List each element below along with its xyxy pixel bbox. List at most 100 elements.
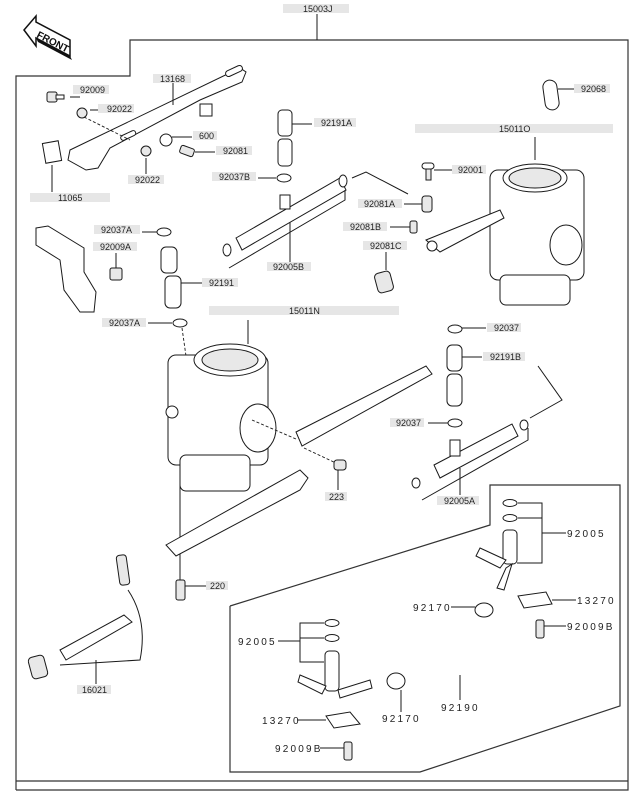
label-text: 11065 [58,193,82,203]
label-92037-bottom[interactable]: 92037 [390,418,424,428]
label-text: 15011N [289,306,320,316]
label-92005-left[interactable]: 92005 [238,637,277,648]
label-92022-a[interactable]: 92022 [98,104,134,114]
label-text: 92190 [441,703,480,714]
label-92037A-top[interactable]: 92037A [94,225,140,235]
label-92191B[interactable]: 92191B [483,352,525,362]
label-text: 16021 [82,685,107,695]
label-text: 92009B [567,622,615,633]
nut-92022-a [76,107,131,141]
label-text: 220 [210,581,225,591]
cable-16021 [27,554,143,684]
label-92081[interactable]: 92081 [216,146,252,156]
bolt-92009A [109,253,123,281]
label-text: 92081C [370,241,402,251]
clip-92037A-top [142,227,172,237]
hose-92068 [542,79,574,111]
label-13168[interactable]: 13168 [153,74,191,84]
label-92005A[interactable]: 92005A [437,496,479,506]
label-92081C[interactable]: 92081C [363,241,407,251]
clip-92037A-bottom [148,318,188,357]
label-92081B[interactable]: 92081B [343,222,387,232]
bolt-92009B-right [535,619,566,639]
label-13270-right[interactable]: 13270 [577,596,616,607]
bolt-220 [175,579,206,601]
label-text: 92191A [321,118,352,128]
label-16021[interactable]: 16021 [77,685,111,695]
nut-92022-b [140,145,152,174]
fuel-tap-left [278,619,373,699]
label-text: 600 [199,131,214,141]
label-11065[interactable]: 11065 [30,193,110,203]
label-15003J[interactable]: 15003J [283,4,349,14]
label-92170-middle[interactable]: 92170 [382,714,421,725]
assembly-frame [15,14,629,791]
label-text: 92037 [396,418,421,428]
label-92005B[interactable]: 92005B [267,262,311,272]
label-text: 92009 [80,85,105,95]
spring-92081B [390,220,418,234]
clamp-92170-right [451,602,494,618]
fuel-tap-subassembly-frame [16,484,628,782]
label-92068[interactable]: 92068 [574,84,610,94]
label-92037-top[interactable]: 92037 [487,323,521,333]
fitting-92005A [411,365,563,501]
label-text: 92191 [209,278,234,288]
label-220[interactable]: 220 [206,581,228,591]
label-text: 13270 [577,596,616,607]
label-92009A[interactable]: 92009A [93,242,137,252]
fuel-tap-right [475,499,566,591]
clip-92037-top [447,324,486,334]
label-92037A-bottom[interactable]: 92037A [102,318,146,328]
label-92009B-left[interactable]: 92009B [275,744,323,755]
label-92170-right[interactable]: 92170 [413,603,452,614]
label-text: 92005A [444,496,475,506]
label-text: 15003J [303,4,333,14]
label-text: 92037A [101,225,132,235]
label-text: 92068 [581,84,606,94]
label-text: 92081A [364,199,395,209]
label-text: 92081B [350,222,381,232]
label-text: 92081 [223,146,248,156]
linkage-right [425,209,505,253]
spring-92081A [404,195,433,213]
clip-92037-bottom [428,418,463,428]
carburetor-15011O [489,137,585,306]
carburetor-15011N [165,320,277,590]
tube-92191A [277,109,312,167]
front-arrow-icon: FRONT [23,13,72,60]
label-92005-right[interactable]: 92005 [567,529,606,540]
label-text: 223 [329,492,344,502]
label-13270-left[interactable]: 13270 [262,716,301,727]
label-92191[interactable]: 92191 [202,278,238,288]
label-92022-b[interactable]: 92022 [128,175,164,185]
tube-92191 [160,246,202,309]
label-223[interactable]: 223 [325,492,347,502]
bracket-left [35,225,97,313]
label-92037B[interactable]: 92037B [212,172,256,182]
label-600[interactable]: 600 [193,131,217,141]
label-92009[interactable]: 92009 [73,85,109,95]
spring-92081 [179,144,215,158]
label-92009B-right[interactable]: 92009B [567,622,615,633]
linkage-rod [251,365,433,465]
label-text: 92191B [490,352,521,362]
label-text: 13270 [262,716,301,727]
label-text: 92005 [567,529,606,540]
clip-92037B [258,173,292,183]
plate-13270-left [297,711,361,729]
label-text: 92005 [238,637,277,648]
screw-223 [333,459,347,490]
label-text: 92001 [458,165,483,175]
bolt-92009B-left [320,741,353,761]
label-text: 92170 [413,603,452,614]
label-text: 92037A [109,318,140,328]
label-92190[interactable]: 92190 [441,703,480,714]
label-92191A[interactable]: 92191A [314,118,356,128]
label-15011O[interactable]: 15011O [415,124,613,134]
label-92081A[interactable]: 92081A [358,199,402,209]
label-text: 13168 [160,74,185,84]
label-15011N[interactable]: 15011N [209,306,399,316]
label-92001[interactable]: 92001 [452,165,486,175]
